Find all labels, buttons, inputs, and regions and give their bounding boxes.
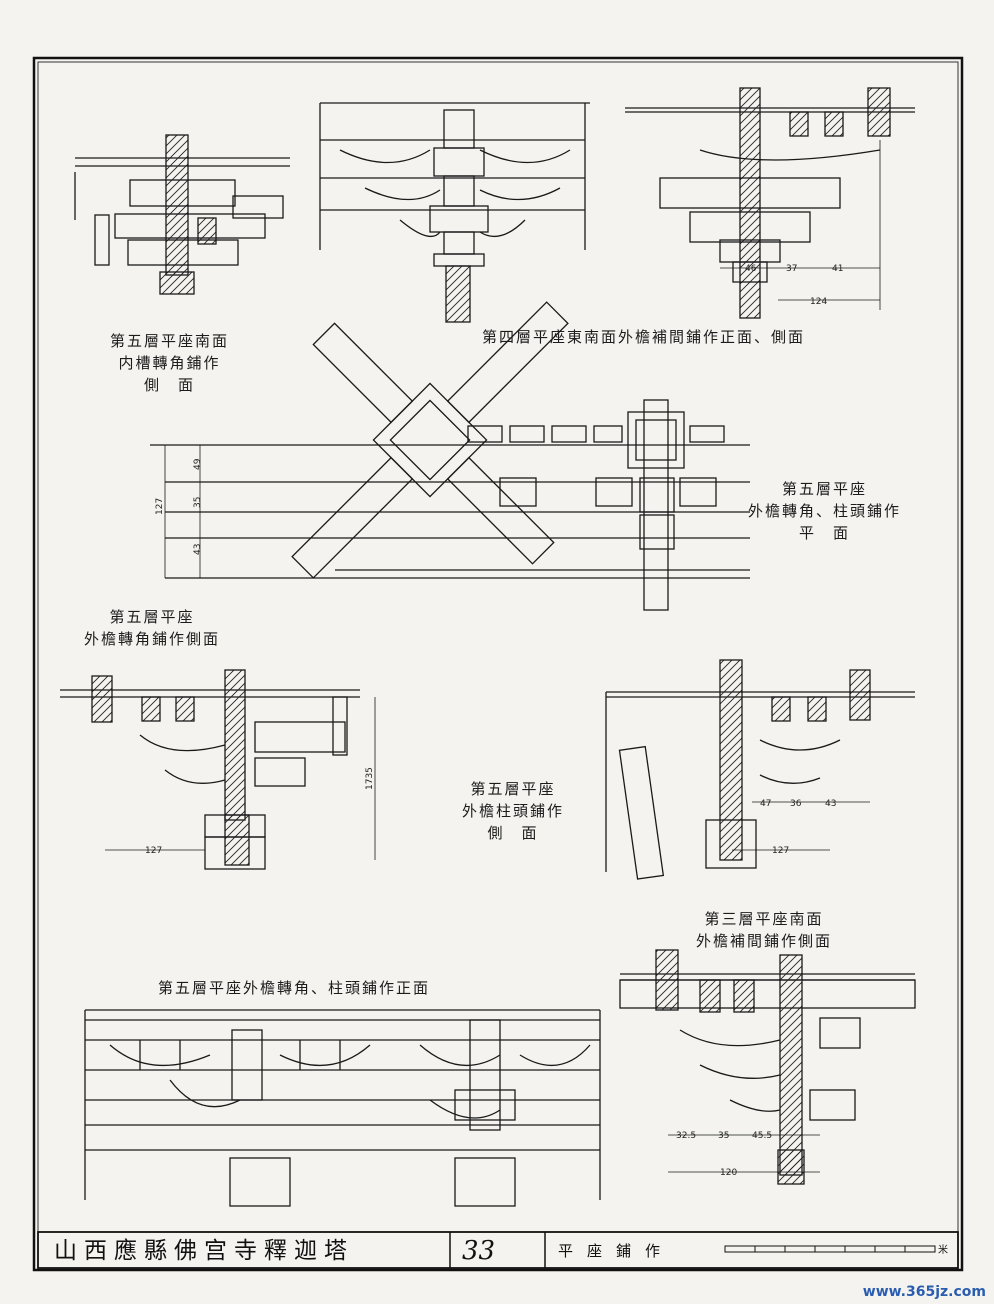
sheet-number: 33 [462,1236,496,1266]
dim-d2-total: 124 [810,297,827,307]
drawing-fifth-floor-plan [150,301,750,611]
dim-d6-total: 120 [720,1168,737,1178]
drawing-third-floor-bracket-side [619,949,916,1185]
label-column-head-bracket-side: 第五層平座 外檐柱頭鋪作 側 面 [462,780,565,842]
sheet-subject: 平座鋪作 [558,1242,675,1260]
scale-bar [724,1245,936,1253]
watermark: www.365jz.com [862,1284,986,1300]
dim-d5-b: 36 [790,799,802,809]
drawing-corner-column-head-front [84,1009,601,1207]
dim-d5-a: 47 [760,799,771,809]
dim-d3-total: 127 [155,498,165,515]
dim-d2-c: 41 [832,264,843,274]
label-corner-column-head-front: 第五層平座外檐轉角、柱頭鋪作正面 [158,979,431,997]
dim-d3-b: 35 [193,497,203,508]
dim-d3-a: 49 [193,458,203,470]
sheet-title: 山西應縣佛宫寺釋迦塔 [54,1238,354,1264]
label-outer-corner-bracket-side: 第五層平座 外檐轉角鋪作側面 [84,608,221,648]
dim-d3-c: 43 [193,544,203,555]
scale-unit: 米 [938,1245,948,1256]
drawing-fourth-floor-bracket-side [625,87,915,319]
dim-d2-a: 46 [745,264,757,274]
dim-d2-b: 37 [786,264,797,274]
dim-d4-height: 1735 [365,767,375,790]
label-fifth-floor-plan: 第五層平座 外檐轉角、柱頭鋪作 平 面 [748,480,902,542]
dim-d6-a: 32.5 [676,1131,696,1141]
label-third-floor-bracket-side: 第三層平座南面 外檐補間鋪作側面 [696,910,833,950]
drawing-outer-corner-bracket-side [60,669,376,870]
title-block [37,1231,959,1269]
dim-d5-total: 127 [772,846,789,856]
dim-d6-b: 35 [718,1131,729,1141]
dim-d5-c: 43 [825,799,836,809]
dim-d6-c: 45.5 [752,1131,772,1141]
drawing-fourth-floor-bracket-front [319,102,590,323]
label-inner-corner-bracket-side: 第五層平座南面 内槽轉角鋪作 側 面 [110,332,230,394]
drawing-inner-corner-bracket-side [74,134,290,295]
dim-d4-width: 127 [145,846,162,856]
drawing-column-head-bracket-side [605,659,915,880]
label-fourth-floor-bracket: 第四層平座東南面外檐補間鋪作正面、側面 [482,328,806,346]
